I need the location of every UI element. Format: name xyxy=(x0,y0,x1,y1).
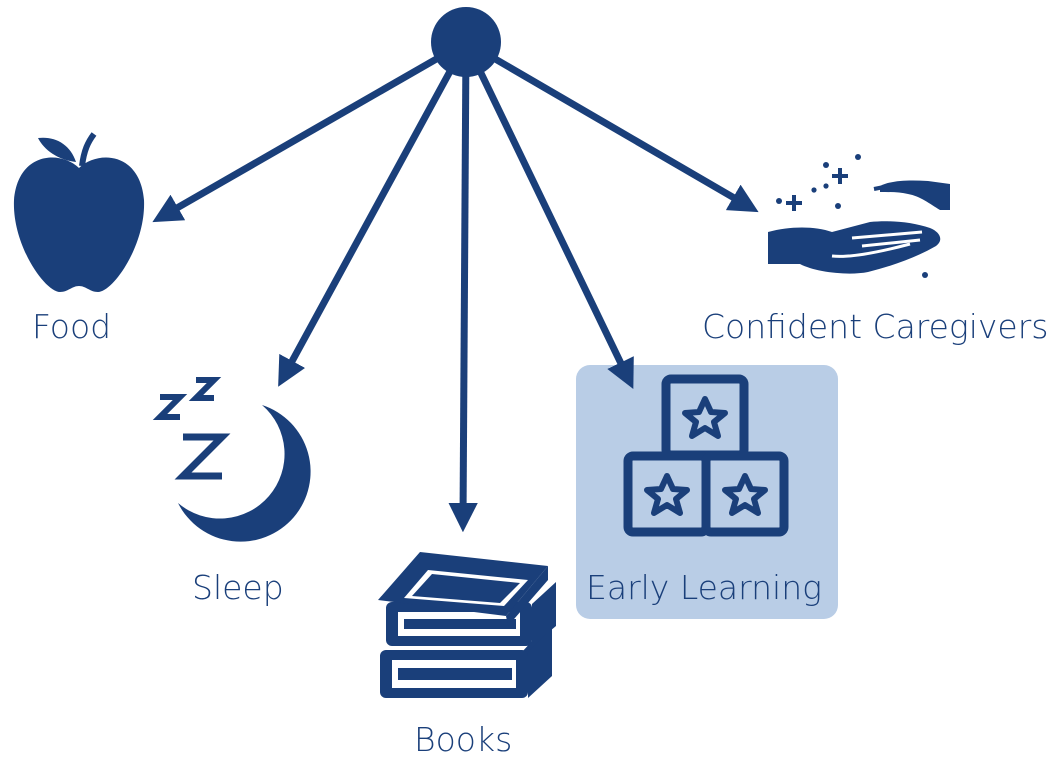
node-label-food: Food xyxy=(32,307,112,346)
apple-icon xyxy=(13,132,145,292)
arrow-to-books xyxy=(448,41,478,533)
connector-arrows xyxy=(152,38,759,533)
arrow-to-caregivers xyxy=(464,38,759,213)
arrow-to-early-learning xyxy=(462,40,634,390)
moon-zzz-icon xyxy=(152,377,311,542)
node-label-sleep: Sleep xyxy=(192,568,284,607)
node-label-books: Books xyxy=(414,720,513,759)
node-label-caregivers: Confident Caregivers xyxy=(702,307,1049,346)
star-blocks-icon xyxy=(623,374,789,537)
arrow-to-sleep xyxy=(278,40,470,387)
hub-node xyxy=(431,7,501,77)
arrow-to-food xyxy=(152,38,468,223)
book-stack-icon xyxy=(378,552,556,698)
node-label-early-learning: Early Learning xyxy=(586,568,822,607)
giving-hands-icon xyxy=(768,154,950,278)
